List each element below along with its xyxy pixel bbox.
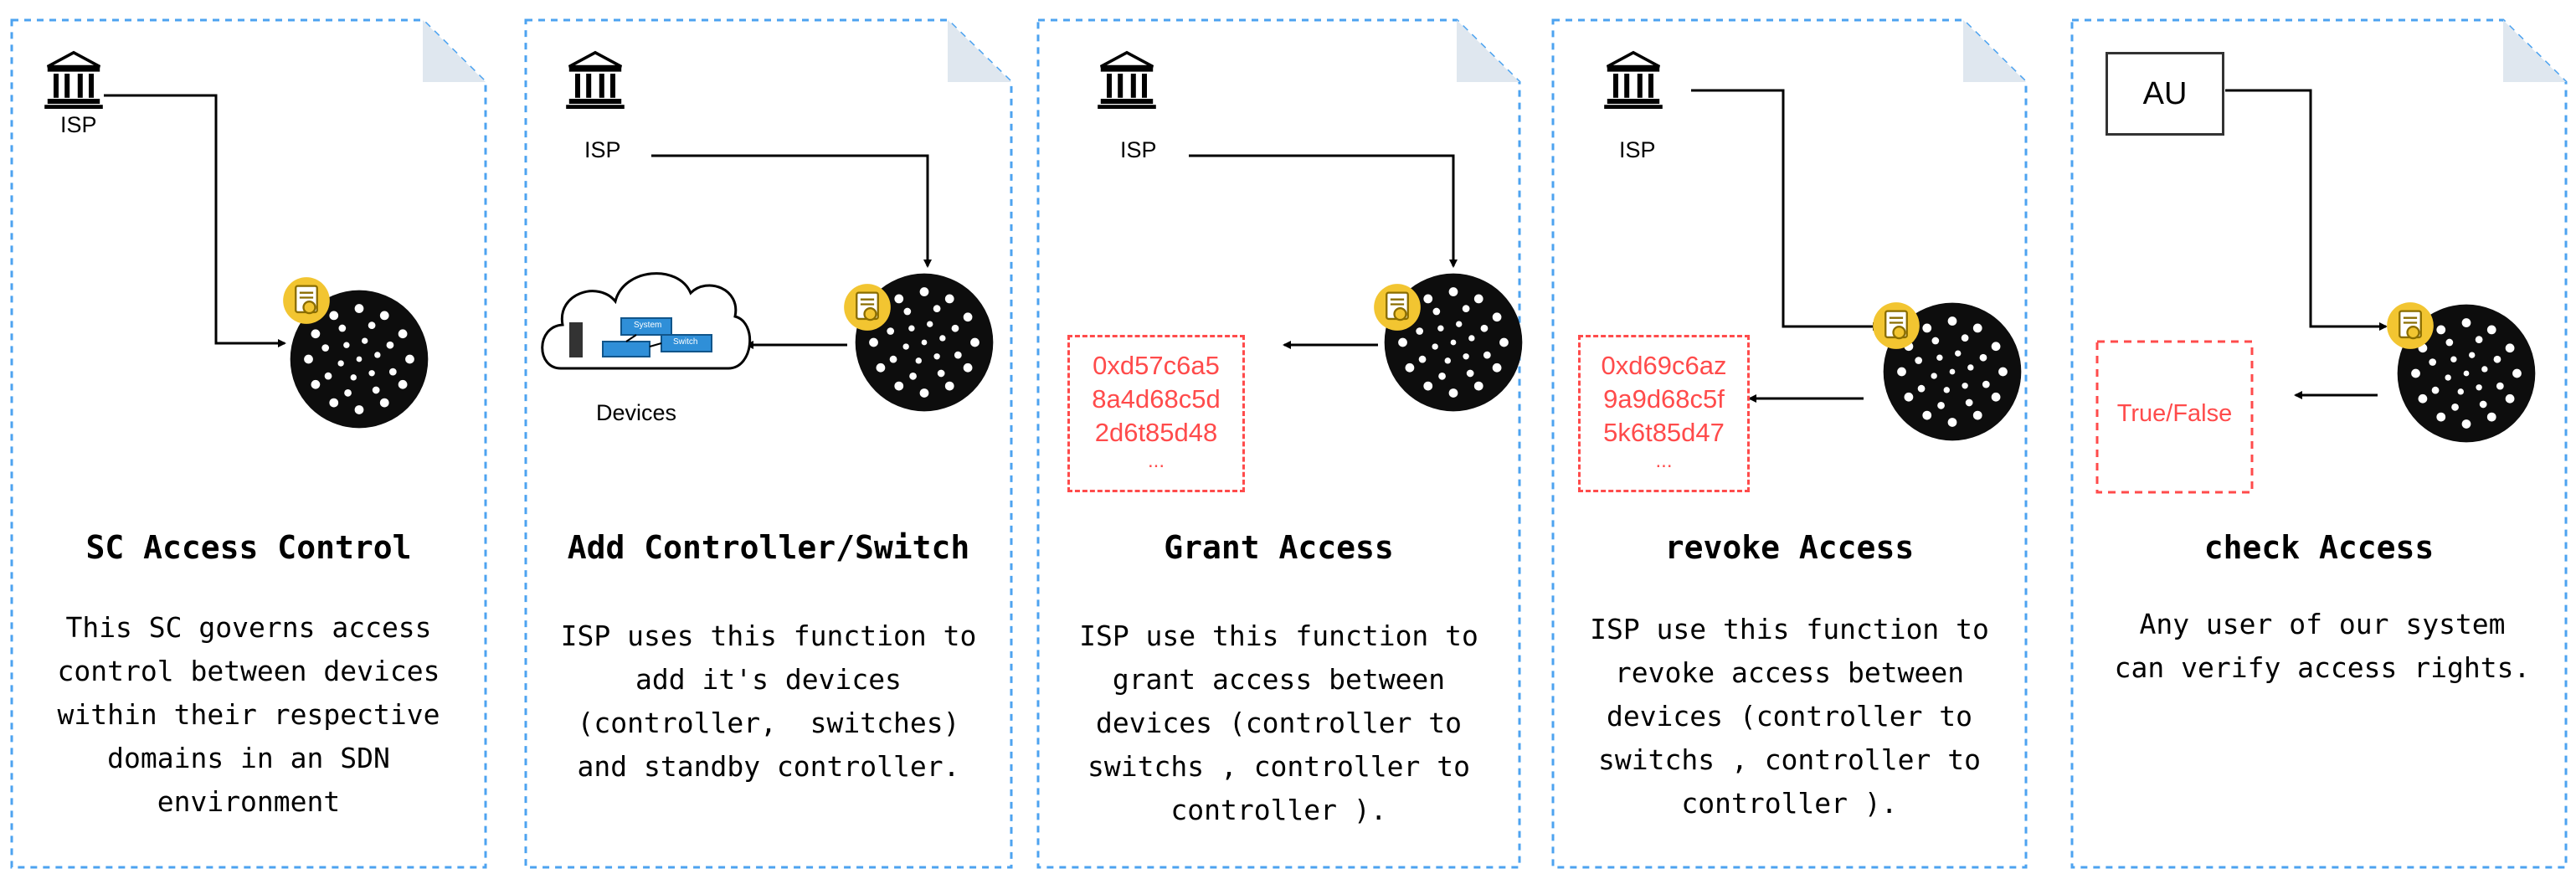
hash-ellipsis: ... (1147, 450, 1165, 472)
panel-grant-access (1036, 18, 1523, 869)
bank-building-icon (44, 50, 104, 109)
description-line: within their respective (57, 698, 440, 731)
certificate-badge-icon (282, 276, 331, 325)
description-line: ISP uses this function to (560, 620, 977, 652)
hash-line: 2d6t85d48 (1094, 418, 1218, 447)
panel-description: Any user of our system can verify access… (2075, 603, 2569, 690)
access-hash-box: 0xd69c6az 9a9d68c5f 5k6t85d47 ... (1578, 335, 1750, 492)
panel-check-access (2070, 18, 2568, 869)
hash-line: 0xd57c6a5 (1093, 351, 1220, 380)
page-fold-corner (2503, 20, 2566, 82)
panel-title: Add Controller/Switch (567, 529, 970, 566)
bank-building-icon (1603, 50, 1663, 109)
certificate-badge-icon (843, 283, 892, 332)
arrow-isp-to-sc (1189, 154, 1458, 268)
panel-title: SC Access Control (85, 529, 412, 566)
description-line: add it's devices (635, 663, 902, 696)
result-label: True/False (2116, 400, 2233, 427)
description-line: (controller, switches) (577, 707, 960, 739)
description-line: Any user of our system (2139, 608, 2506, 640)
page-fold-corner (948, 20, 1011, 82)
description-line: domains in an SDN (107, 742, 390, 774)
description-line: devices (controller to (1606, 700, 1973, 733)
panel-title: check Access (2203, 529, 2435, 566)
bank-building-icon (1097, 50, 1157, 109)
panel-border (524, 18, 1013, 869)
panel-description: ISP use this function to grant access be… (1041, 614, 1516, 832)
description-line: control between devices (57, 655, 440, 687)
panel-description: ISP uses this function to add it's devic… (529, 614, 1008, 789)
hash-line: 0xd69c6az (1601, 351, 1727, 380)
certificate-badge-icon (1872, 301, 1920, 350)
description-line: switchs , controller to (1087, 750, 1470, 783)
bank-building-icon (565, 50, 625, 109)
hash-line: 5k6t85d47 (1603, 418, 1725, 447)
hash-ellipsis: ... (1655, 450, 1673, 472)
hash-line: 8a4d68c5d (1092, 384, 1221, 414)
arrow-au-to-sc (2225, 89, 2388, 331)
description-line: grant access between (1112, 663, 1446, 696)
page-fold-corner (1963, 20, 2026, 82)
panel-border (1551, 18, 2028, 869)
arrow-isp-to-sc (651, 154, 932, 268)
panel-revoke-access (1551, 18, 2028, 869)
panel-title: revoke Access (1664, 529, 1915, 566)
panel-border (2070, 18, 2568, 869)
panel-add-controller-switch (524, 18, 1013, 869)
switch-label: System (634, 321, 662, 330)
isp-label: ISP (60, 112, 97, 137)
page-fold-corner (423, 20, 486, 82)
certificate-badge-icon (1373, 283, 1422, 332)
hash-line: 9a9d68c5f (1603, 384, 1725, 414)
description-line: This SC governs access (65, 611, 432, 644)
panel-description: ISP use this function to revoke access b… (1556, 608, 2023, 825)
arrow-isp-to-sc (104, 94, 286, 347)
isp-label: ISP (584, 137, 621, 162)
isp-label: ISP (1120, 137, 1157, 162)
certificate-badge-icon (2386, 301, 2435, 350)
description-line: can verify access rights. (2114, 651, 2531, 684)
panel-description: This SC governs access control between d… (20, 606, 477, 824)
result-box-border (2095, 340, 2254, 494)
switch-label: Switch (673, 337, 698, 347)
panel-border (1036, 18, 1521, 869)
description-line: controller ). (1681, 787, 1898, 820)
cloud-network-icon (541, 272, 752, 370)
description-line: controller ). (1170, 794, 1387, 826)
description-line: ISP use this function to (1590, 613, 1989, 645)
au-box: AU (2106, 52, 2224, 136)
description-line: devices (controller to (1095, 707, 1463, 739)
page-fold-corner (1457, 20, 1519, 82)
description-line: switchs , controller to (1598, 743, 1981, 776)
description-line: and standby controller. (577, 750, 960, 783)
panel-border (10, 18, 487, 869)
description-line: environment (157, 785, 341, 818)
arrow-isp-to-sc (1691, 89, 1881, 331)
description-line: revoke access between (1614, 656, 1965, 689)
description-line: ISP use this function to (1079, 620, 1478, 652)
panel-sc-access-control (10, 18, 487, 869)
devices-label: Devices (596, 400, 677, 425)
access-hash-box: 0xd57c6a5 8a4d68c5d 2d6t85d48 ... (1067, 335, 1245, 492)
panel-title: Grant Access (1164, 529, 1394, 566)
isp-label: ISP (1619, 137, 1656, 162)
